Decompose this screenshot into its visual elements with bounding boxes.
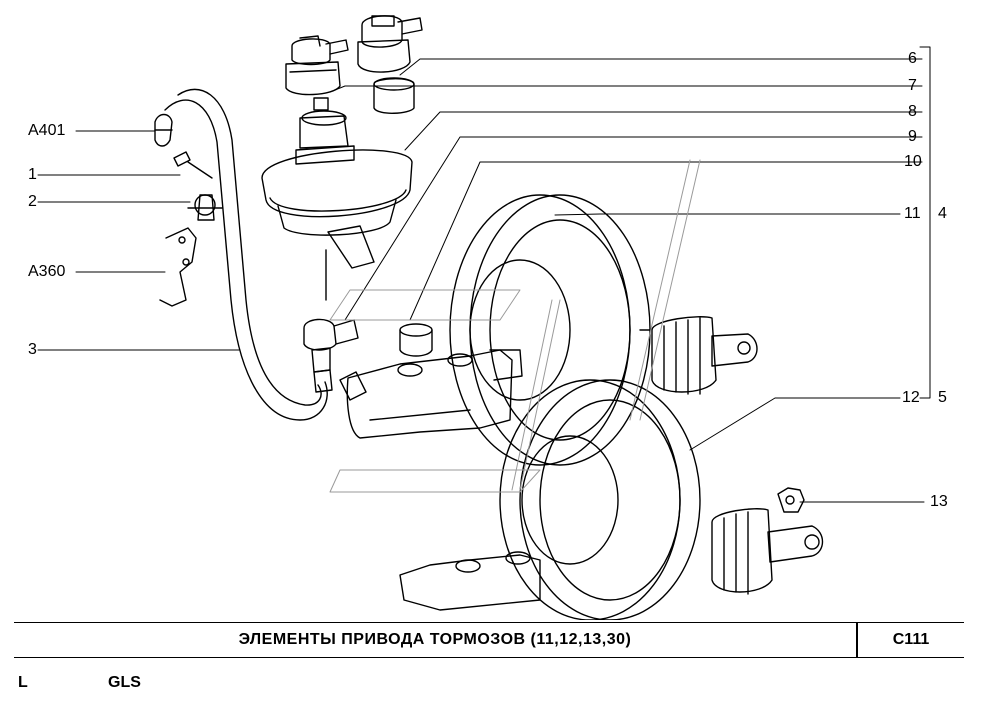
title-divider [856,623,858,657]
hose-clamp-a401 [154,113,173,147]
title-block: ЭЛЕМЕНТЫ ПРИВОДА ТОРМОЗОВ (11,12,13,30) … [14,622,964,658]
callout-part-3: 3 [28,341,37,358]
clamp-part-2 [187,194,223,221]
callout-part-2: 2 [28,193,37,210]
hose-connector [303,318,359,393]
bracket-a360 [159,227,197,307]
callout-part-10: 10 [904,153,922,170]
callout-group-4: 4 [938,205,947,222]
nut-part-13 [777,487,805,513]
brake-drive-exploded-diagram [37,15,931,620]
callout-a360: A360 [28,263,66,280]
callout-part-6: 6 [908,50,917,67]
callout-part-1: 1 [28,166,37,183]
callout-part-11: 11 [904,205,921,222]
watermark-logo [329,159,701,493]
clip-part-1 [173,151,213,179]
vacuum-booster-upper [449,194,758,466]
brake-fluid-reservoir [261,110,413,301]
callout-group-5: 5 [938,389,947,406]
diagram-title: ЭЛЕМЕНТЫ ПРИВОДА ТОРМОЗОВ (11,12,13,30) [238,631,632,648]
callout-part-7: 7 [908,77,917,94]
callout-part-13: 13 [930,493,948,510]
reservoir-cap-assembly [357,15,423,114]
footer-variant: GLS [108,674,141,691]
callout-part-9: 9 [908,128,917,145]
callout-a401: A401 [28,122,66,139]
reservoir-grommet [399,323,433,357]
master-cylinder [339,349,523,439]
vacuum-booster-lower [399,379,824,620]
callout-part-12: 12 [902,389,920,406]
page-code: C111 [892,631,930,648]
vacuum-hose [164,88,328,421]
footer-left-code: L [18,674,28,691]
leader-lines [37,46,931,503]
reservoir-cap-7 [285,35,349,111]
callout-part-8: 8 [908,103,917,120]
